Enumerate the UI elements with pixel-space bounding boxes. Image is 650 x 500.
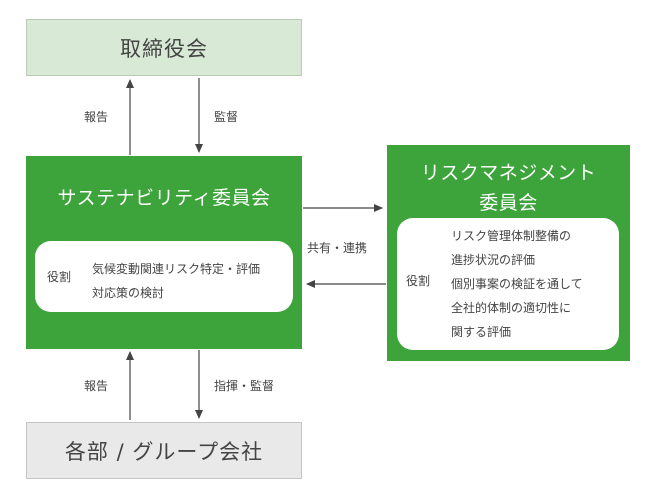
risk-role-line: リスク管理体制整備の	[451, 229, 572, 243]
sustainability-role-line: 対応策の検討	[92, 286, 165, 300]
direction-oversight-label: 指揮・監督	[214, 379, 275, 393]
report-label-lower: 報告	[84, 379, 109, 393]
risk-role-line: 個別事案の検証を通して	[451, 277, 583, 291]
departments-label: 各部 / グループ会社	[64, 439, 264, 464]
risk-role-line: 全社的体制の適切性に	[451, 301, 572, 315]
board-node: 取締役会	[26, 19, 302, 76]
sustainability-role-text: 気候変動関連リスク特定・評価 対応策の検討	[92, 257, 260, 305]
share-collaborate-label: 共有・連携	[307, 241, 368, 255]
sustainability-role-card: 役割 気候変動関連リスク特定・評価 対応策の検討	[35, 241, 293, 312]
sustainability-committee-title: サステナビリティ委員会	[57, 187, 271, 209]
sustainability-role-label: 役割	[47, 270, 72, 284]
risk-role-line: 進捗状況の評価	[451, 253, 536, 267]
risk-role-line: 関する評価	[451, 325, 512, 339]
risk-committee-title-line: リスクマネジメント	[420, 162, 597, 184]
report-label-upper: 報告	[84, 110, 109, 124]
sustainability-role-line: 気候変動関連リスク特定・評価	[92, 262, 261, 276]
departments-node: 各部 / グループ会社	[26, 422, 302, 479]
sustainability-committee-node: サステナビリティ委員会 役割 気候変動関連リスク特定・評価 対応策の検討	[26, 156, 302, 349]
oversight-label: 監督	[214, 110, 239, 124]
risk-committee-title-line: 委員会	[479, 192, 538, 214]
risk-committee-title: リスクマネジメント 委員会	[387, 158, 630, 218]
board-label: 取締役会	[120, 36, 208, 61]
risk-role-label: 役割	[406, 274, 431, 288]
risk-role-text: リスク管理体制整備の 進捗状況の評価 個別事案の検証を通して 全社的体制の適切性…	[451, 224, 583, 344]
risk-committee-node: リスクマネジメント 委員会 役割 リスク管理体制整備の 進捗状況の評価 個別事案…	[387, 145, 630, 361]
risk-role-card: 役割 リスク管理体制整備の 進捗状況の評価 個別事案の検証を通して 全社的体制の…	[397, 218, 619, 350]
